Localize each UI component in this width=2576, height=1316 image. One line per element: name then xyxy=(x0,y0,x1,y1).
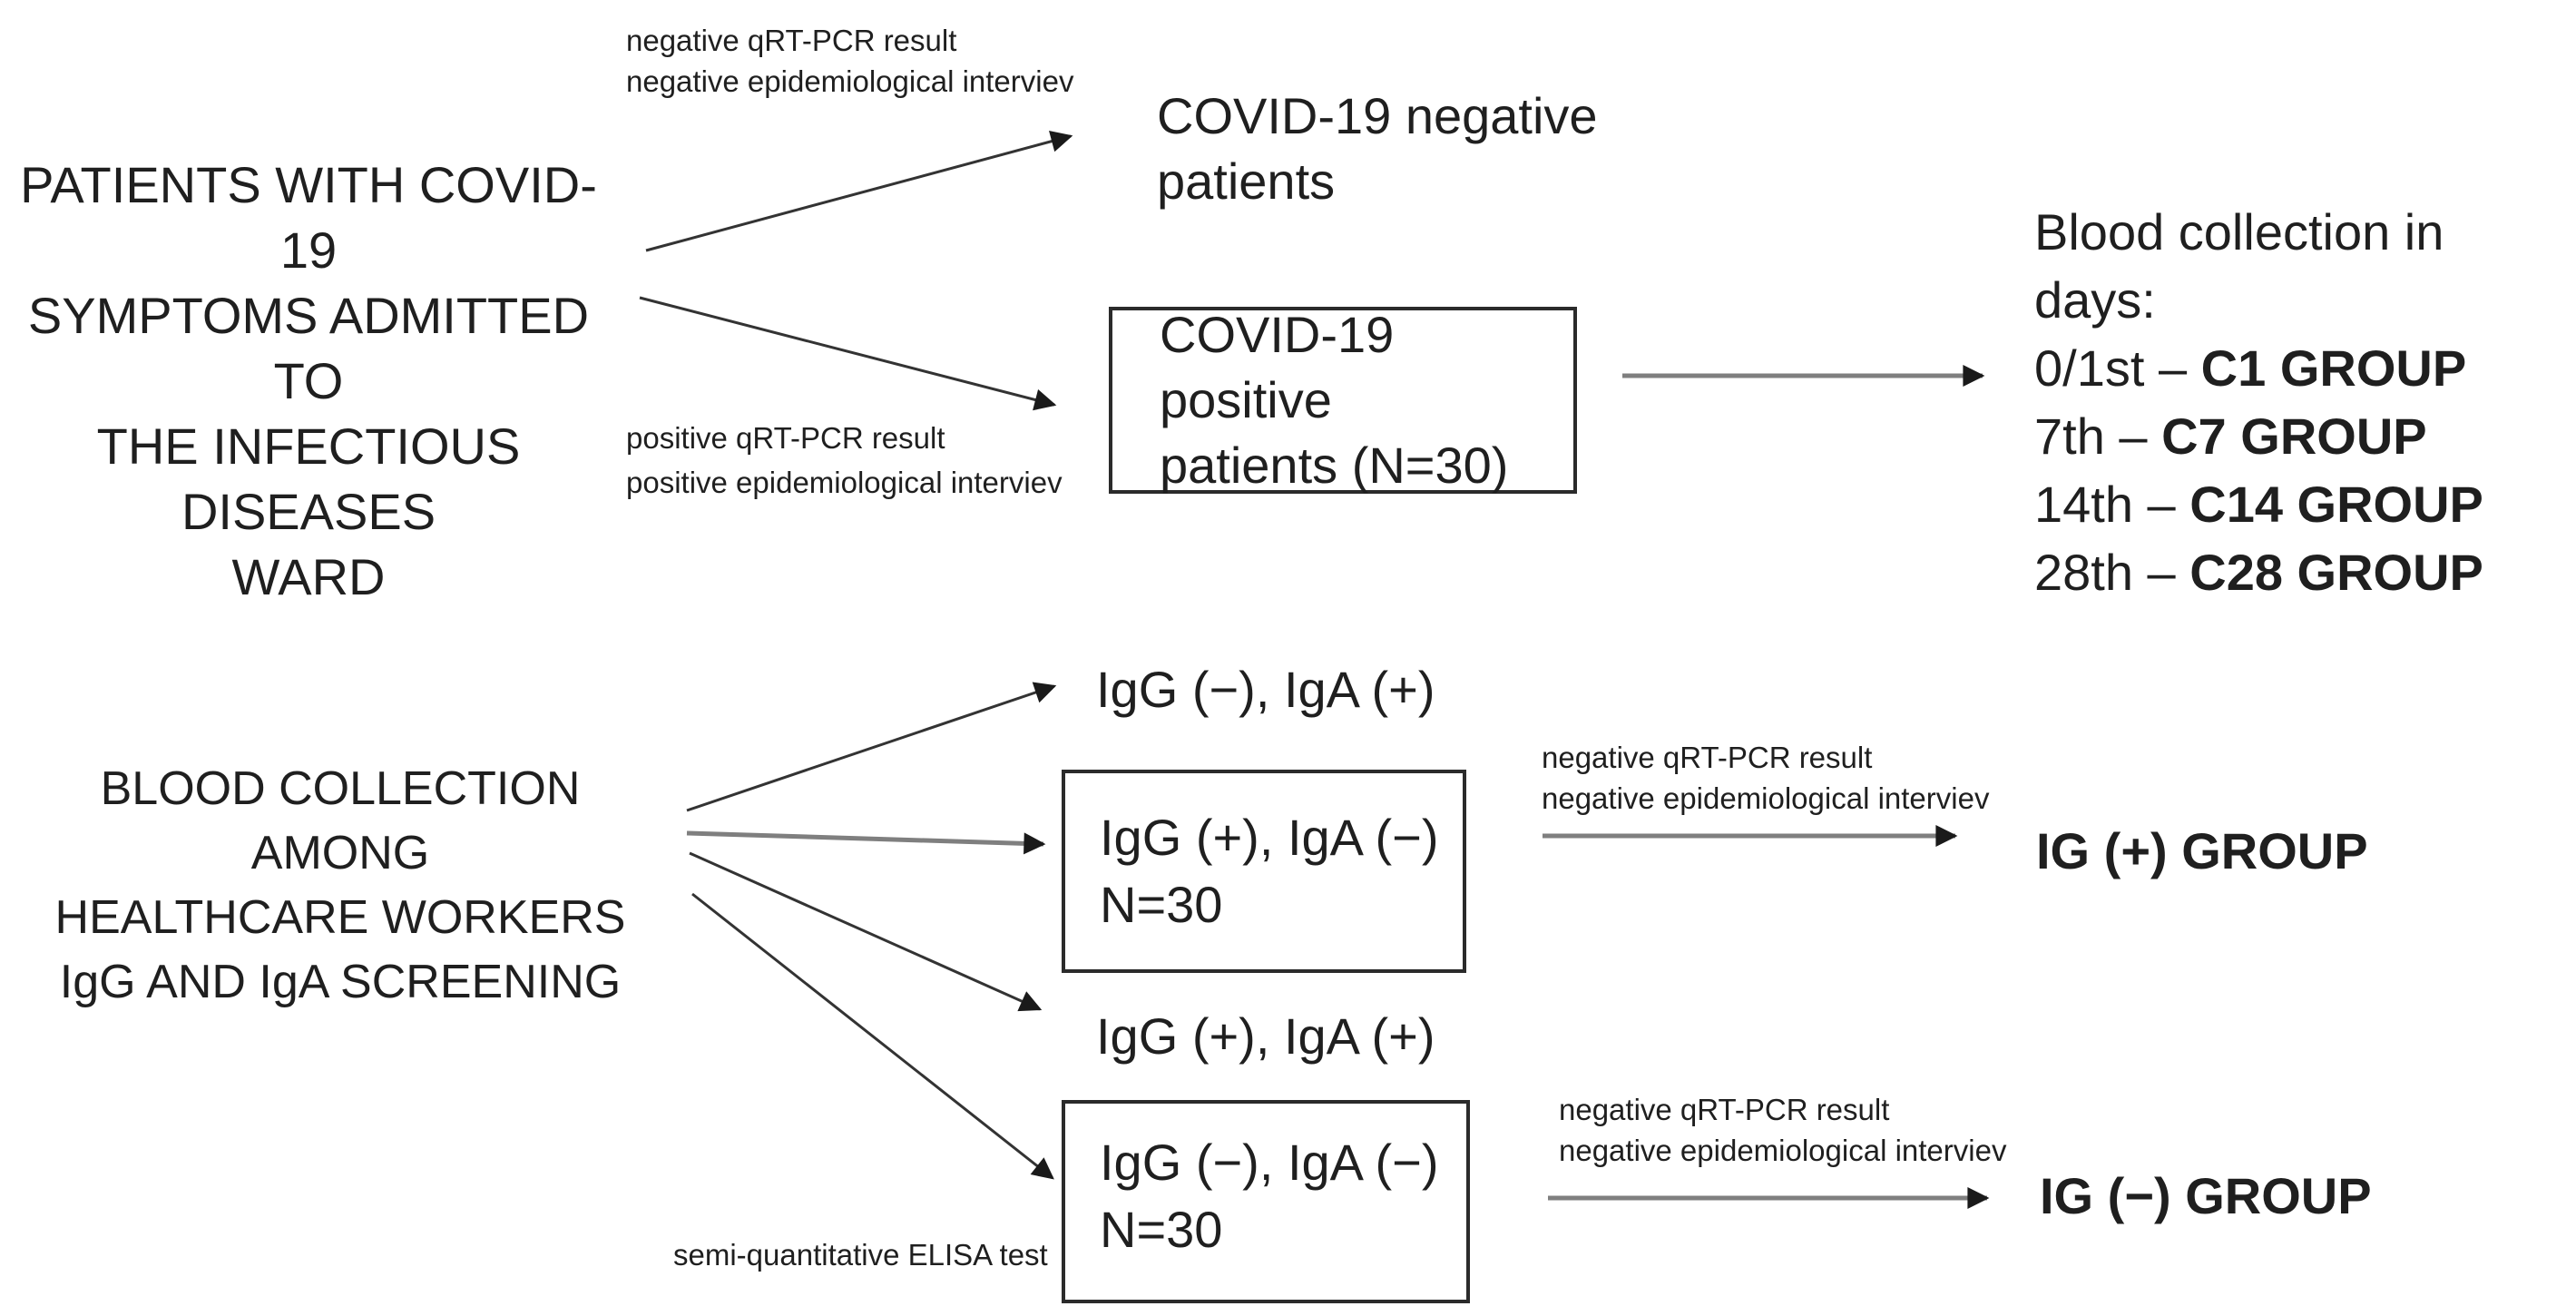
covid-positive-outcome-box: COVID-19 positive patients (N=30) xyxy=(1109,306,1577,494)
branch-both-positive-label: IgG (+), IgA (+) xyxy=(1096,1007,1435,1065)
branch-iga-positive-label: IgG (−), IgA (+) xyxy=(1096,661,1435,718)
branch-line: IgG (−), IgA (−) xyxy=(1100,1134,1439,1191)
annotation-line: positive qRT-PCR result xyxy=(626,421,945,455)
negative-criteria-annotation: negative qRT-PCR result negative epidemi… xyxy=(626,20,1073,102)
ig-positive-criteria-annotation: negative qRT-PCR result negative epidemi… xyxy=(1542,737,1989,819)
entry-group: C1 GROUP xyxy=(2200,339,2467,397)
healthcare-source-line: HEALTHCARE WORKERS xyxy=(54,891,626,944)
ig-negative-group-label: IG (−) GROUP xyxy=(2040,1167,2372,1224)
patients-source-line: SYMPTOMS ADMITTED TO xyxy=(27,287,590,409)
arrow-patients-to-negative xyxy=(645,131,1073,252)
arrow-screening-to-both-pos xyxy=(689,851,1043,1012)
entry-day: 0/1st – xyxy=(2034,339,2201,397)
entry-group: C28 GROUP xyxy=(2189,544,2483,601)
annotation-line: negative epidemiological interviev xyxy=(1559,1134,2007,1167)
elisa-test-annotation: semi-quantitative ELISA test xyxy=(673,1238,1048,1272)
patients-source-line: PATIENTS WITH COVID-19 xyxy=(20,156,597,279)
ig-negative-criteria-annotation: negative qRT-PCR result negative epidemi… xyxy=(1559,1089,2006,1171)
arrow-screening-to-igg-pos-box xyxy=(686,830,1046,855)
ig-positive-group-label: IG (+) GROUP xyxy=(2036,822,2368,879)
entry-group: C7 GROUP xyxy=(2161,408,2427,465)
healthcare-source-label: BLOOD COLLECTION AMONG HEALTHCARE WORKER… xyxy=(9,757,671,1015)
arrow-patients-to-positive xyxy=(639,296,1057,411)
covid-negative-outcome-label: COVID-19 negative patients xyxy=(1157,83,1598,214)
outcome-line: patients xyxy=(1157,152,1336,210)
outcome-line: COVID-19 positive xyxy=(1160,306,1395,428)
blood-collection-schedule: Blood collection in days: 0/1st – C1 GRO… xyxy=(2034,198,2576,606)
annotation-line: positive epidemiological interviev xyxy=(626,466,1063,499)
arrow-screening-to-both-neg-box xyxy=(691,892,1054,1180)
entry-day: 14th – xyxy=(2034,476,2190,533)
annotation-line: negative qRT-PCR result xyxy=(626,24,957,57)
blood-collection-entry: 7th – C7 GROUP xyxy=(2034,402,2576,470)
patients-source-label: PATIENTS WITH COVID-19 SYMPTOMS ADMITTED… xyxy=(18,152,599,610)
annotation-line: negative epidemiological interviev xyxy=(626,64,1074,98)
branch-line: N=30 xyxy=(1100,1201,1223,1258)
healthcare-source-line: IgG AND IgA SCREENING xyxy=(59,956,622,1008)
positive-criteria-annotation: positive qRT-PCR result positive epidemi… xyxy=(626,416,1063,505)
annotation-line: negative qRT-PCR result xyxy=(1542,741,1873,774)
patients-source-line: THE INFECTIOUS DISEASES xyxy=(96,417,521,540)
outcome-line: patients (N=30) xyxy=(1160,437,1509,494)
healthcare-source-line: BLOOD COLLECTION AMONG xyxy=(100,762,581,879)
entry-group: C14 GROUP xyxy=(2189,476,2483,533)
arrow-screening-to-iga-pos xyxy=(686,682,1057,812)
branch-igg-positive-box: IgG (+), IgA (−) N=30 xyxy=(1062,770,1466,973)
blood-collection-entry: 0/1st – C1 GROUP xyxy=(2034,334,2576,402)
patients-source-line: WARD xyxy=(231,548,386,605)
branch-line: N=30 xyxy=(1100,876,1223,933)
blood-collection-title: Blood collection in days: xyxy=(2034,203,2444,329)
blood-collection-entry: 28th – C28 GROUP xyxy=(2034,538,2576,606)
outcome-line: COVID-19 negative xyxy=(1157,87,1598,144)
annotation-line: negative qRT-PCR result xyxy=(1559,1093,1890,1126)
entry-day: 7th – xyxy=(2034,408,2162,465)
blood-collection-entry: 14th – C14 GROUP xyxy=(2034,470,2576,538)
branch-both-negative-box: IgG (−), IgA (−) N=30 xyxy=(1062,1100,1470,1303)
entry-day: 28th – xyxy=(2034,544,2190,601)
annotation-line: negative epidemiological interviev xyxy=(1542,781,1990,815)
branch-line: IgG (+), IgA (−) xyxy=(1100,809,1439,866)
